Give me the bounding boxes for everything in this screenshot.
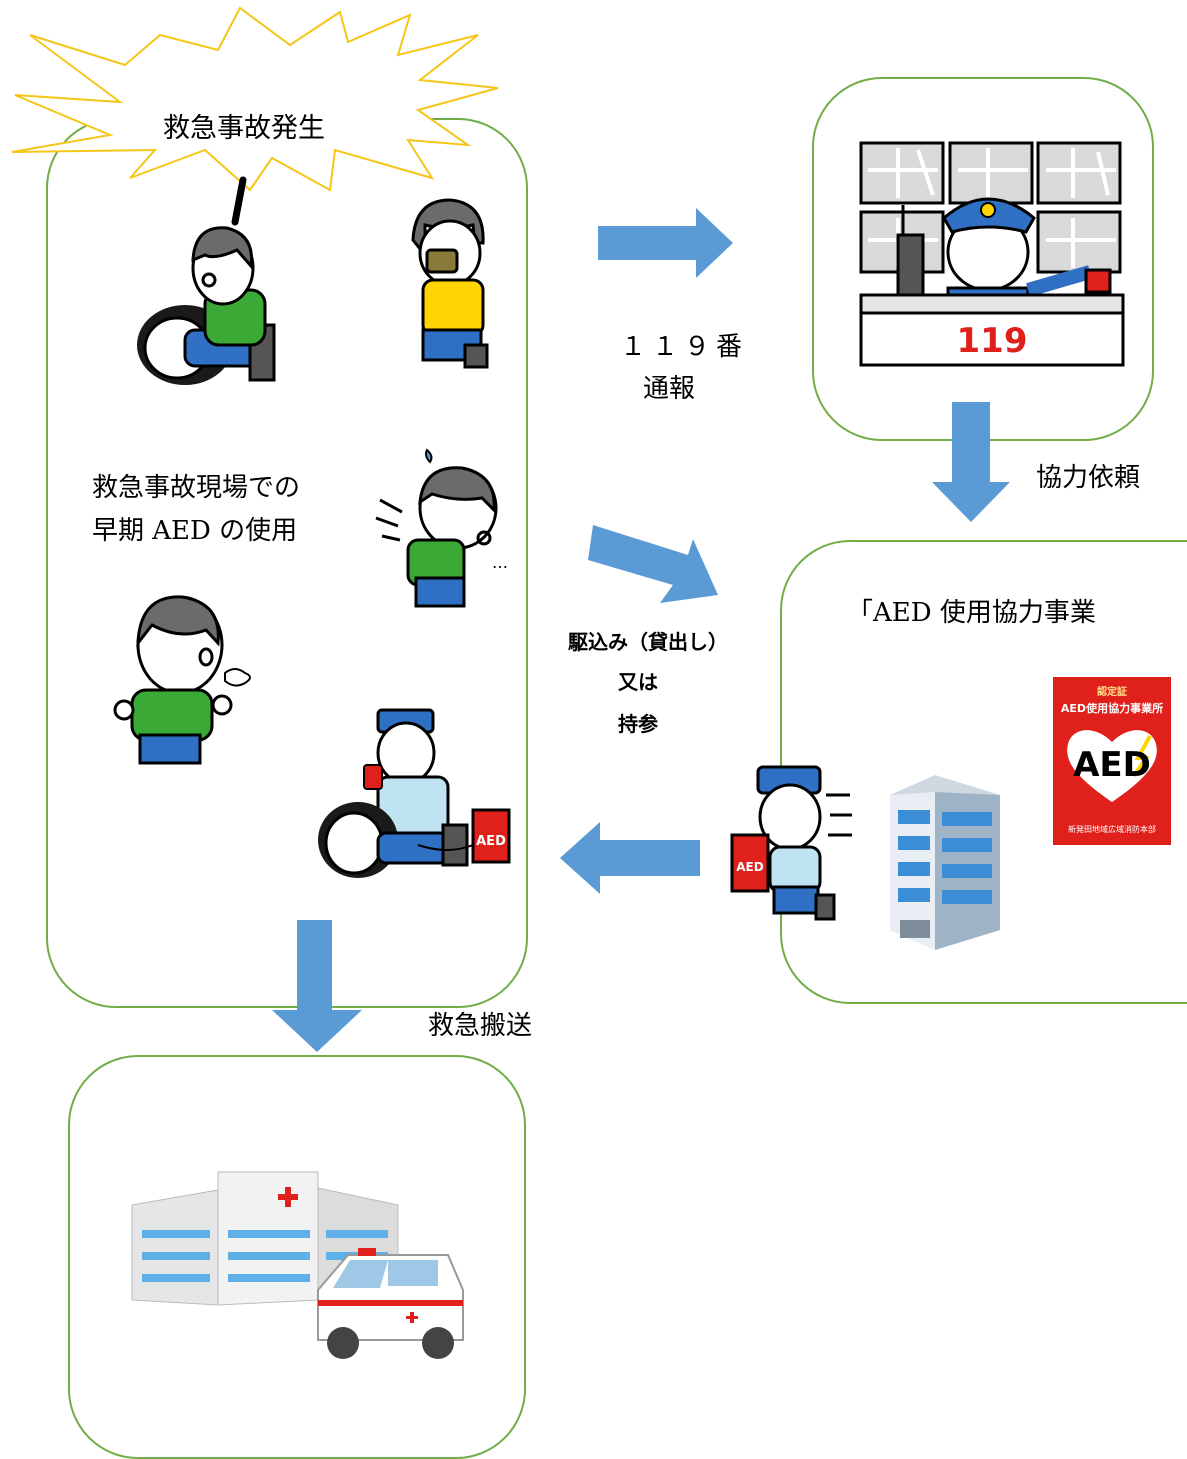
hospital-illustration xyxy=(118,1160,478,1400)
panting-person-illustration xyxy=(113,595,251,765)
delivery-text-line3: 持参 xyxy=(618,712,658,736)
dispatch-sign: 119 xyxy=(957,321,1028,361)
delivery-text-line1: 駆込み（貸出し） xyxy=(568,630,728,654)
call-text-line1: １１９番 xyxy=(620,332,749,362)
arrow-to-dispatch xyxy=(598,208,733,278)
dispatch-officer-illustration: 119 xyxy=(859,141,1125,367)
aed-certificate: 認定証 AED使用協力事業所 AED 新発田地域広域消防本部 xyxy=(1053,677,1171,845)
incident-burst-text: 救急事故発生 xyxy=(163,113,325,144)
aed-carrier-illustration: AED xyxy=(730,765,852,921)
aed-box-label: AED xyxy=(476,834,506,849)
running-person-illustration: … xyxy=(375,448,508,608)
arrow-from-business xyxy=(560,822,700,894)
call-text-line2: 通報 xyxy=(643,374,696,404)
svg-text:…: … xyxy=(492,553,508,572)
certificate-title: AED使用協力事業所 xyxy=(1060,702,1164,715)
arrow-request-down xyxy=(932,402,1010,522)
certificate-issuer: 新発田地域広域消防本部 xyxy=(1068,825,1156,834)
business-title: 「AED 使用協力事業 xyxy=(847,598,1096,628)
arrow-to-business xyxy=(588,525,718,603)
rescuer-cpr-illustration xyxy=(137,176,276,385)
delivery-text-line2: 又は xyxy=(618,670,658,694)
certificate-heart: AED xyxy=(1064,724,1160,804)
arrow-to-hospital xyxy=(272,920,362,1052)
request-text: 協力依頼 xyxy=(1036,463,1141,493)
incident-starburst xyxy=(11,6,499,192)
certificate-logo: AED xyxy=(1073,745,1151,785)
carrier-aed-label: AED xyxy=(736,860,763,874)
scene-text-line1: 救急事故現場での xyxy=(92,473,301,503)
office-building-illustration xyxy=(890,775,1000,950)
transport-text: 救急搬送 xyxy=(428,1011,533,1041)
caller-on-phone-illustration xyxy=(411,198,489,369)
scene-text-line2: 早期 AED の使用 xyxy=(92,516,298,546)
aed-use-illustration: AED xyxy=(318,708,511,878)
certificate-heading: 認定証 xyxy=(1097,687,1127,698)
